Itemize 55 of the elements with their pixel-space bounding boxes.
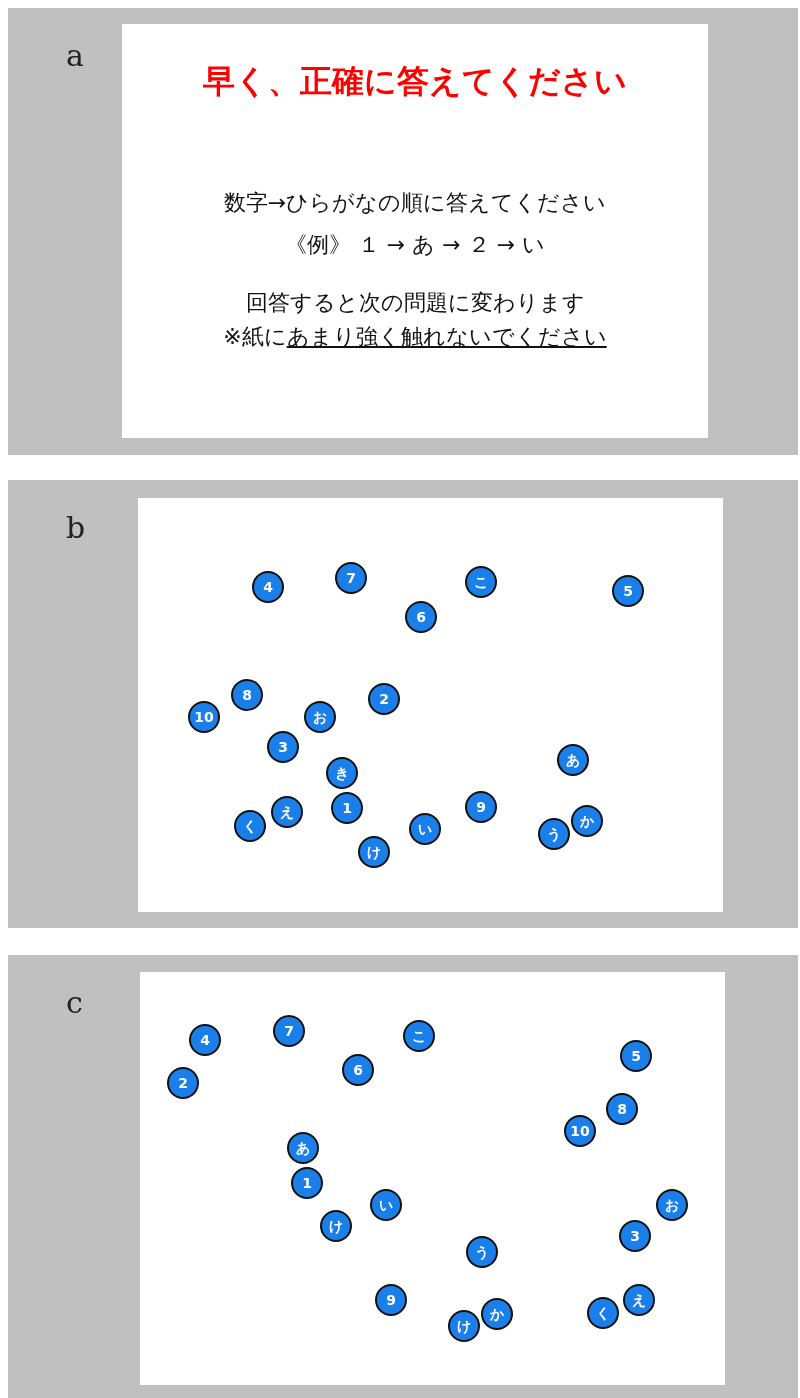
target-circle: け: [448, 1310, 480, 1342]
target-circle: い: [409, 813, 441, 845]
target-circle: あ: [557, 744, 589, 776]
slide: [138, 498, 723, 912]
panel-background: [8, 480, 798, 928]
target-circle: く: [587, 1297, 619, 1329]
target-circle: お: [304, 701, 336, 733]
panel-letter: a: [66, 41, 84, 71]
target-circle: か: [571, 805, 603, 837]
target-circle: 8: [606, 1093, 638, 1125]
target-circle: 10: [564, 1115, 596, 1147]
target-circle: 3: [267, 731, 299, 763]
note-text: ※紙に: [223, 324, 287, 349]
target-circle: け: [358, 836, 390, 868]
target-circle: 2: [167, 1067, 199, 1099]
target-circle: 6: [405, 601, 437, 633]
target-circle: く: [234, 810, 266, 842]
heading: 早く、正確に答えてください: [202, 61, 628, 102]
target-circle: 6: [342, 1054, 374, 1086]
target-circle: う: [466, 1236, 498, 1268]
target-circle: お: [656, 1189, 688, 1221]
target-circle: 4: [252, 571, 284, 603]
target-circle: こ: [465, 566, 497, 598]
target-circle: 9: [375, 1284, 407, 1316]
target-circle: う: [538, 818, 570, 850]
instruction-text: 数字→ひらがなの順に答えてください: [222, 189, 608, 217]
target-circle: 7: [273, 1015, 305, 1047]
instruction-text: 回答すると次の問題に変わります: [244, 289, 586, 317]
target-circle: 10: [188, 701, 220, 733]
target-circle: 4: [189, 1024, 221, 1056]
underlined-note-text: あまり強く触れないでください: [286, 324, 607, 349]
instruction-text: 《例》 １ → あ → ２ → い: [283, 231, 547, 259]
target-circle: 9: [465, 791, 497, 823]
target-circle: 3: [619, 1220, 651, 1252]
slide: [140, 972, 725, 1385]
target-circle: 7: [335, 562, 367, 594]
panel-background: [8, 955, 798, 1398]
panel-letter: b: [66, 513, 86, 543]
target-circle: 2: [368, 683, 400, 715]
target-circle: け: [320, 1210, 352, 1242]
target-circle: 1: [331, 792, 363, 824]
target-circle: い: [370, 1189, 402, 1221]
target-circle: 8: [231, 679, 263, 711]
target-circle: 5: [612, 575, 644, 607]
target-circle: か: [481, 1298, 513, 1330]
target-circle: 5: [620, 1040, 652, 1072]
panel-background: [8, 8, 798, 455]
panel-letter: c: [66, 988, 83, 1018]
slide: [122, 24, 708, 438]
target-circle: え: [271, 796, 303, 828]
target-circle: 1: [291, 1167, 323, 1199]
target-circle: あ: [287, 1132, 319, 1164]
target-circle: き: [326, 757, 358, 789]
target-circle: こ: [403, 1020, 435, 1052]
target-circle: え: [623, 1284, 655, 1316]
